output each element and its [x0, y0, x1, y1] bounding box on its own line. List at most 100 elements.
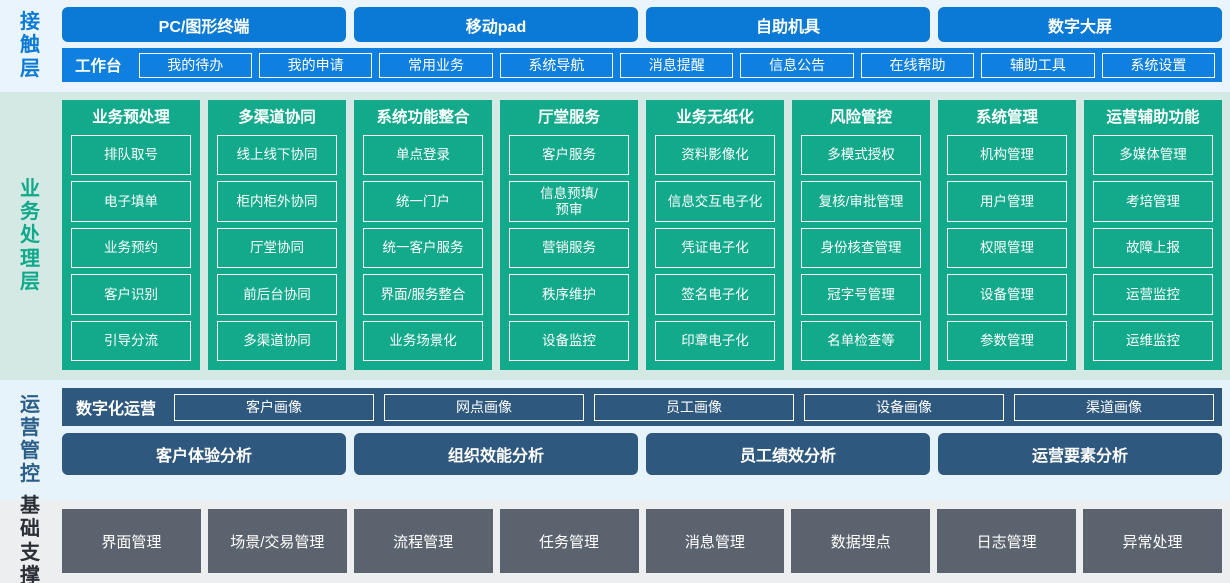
foundation-box-process-management[interactable]: 流程管理: [353, 509, 493, 573]
business-item[interactable]: 客户服务: [509, 135, 629, 176]
analysis-bar-org-efficiency[interactable]: 组织效能分析: [354, 433, 638, 475]
column-title: 系统管理: [975, 109, 1038, 126]
business-item[interactable]: 凭证电子化: [655, 227, 775, 269]
workbench-item-online-help[interactable]: 在线帮助: [860, 52, 975, 78]
business-item[interactable]: 统一客户服务: [363, 227, 483, 269]
label-char: 层: [20, 270, 40, 293]
business-column-multichannel: 多渠道协同 线上线下协同 柜内柜外协同 厅堂协同 前后台协同 多渠道协同: [208, 100, 346, 370]
business-item[interactable]: 排队取号: [71, 135, 191, 176]
business-item[interactable]: 业务预约: [71, 227, 191, 269]
business-column-risk-control: 风险管控 多模式授权 复核/审批管理 身份核查管理 冠字号管理 名单检查等: [792, 100, 930, 370]
business-item[interactable]: 引导分流: [71, 320, 191, 362]
business-item[interactable]: 统一门户: [363, 181, 483, 222]
column-title: 运营辅助功能: [1106, 109, 1200, 126]
portrait-chip-employee[interactable]: 员工画像: [594, 393, 795, 421]
workbench-item-common-business[interactable]: 常用业务: [379, 52, 493, 78]
business-item[interactable]: 前后台协同: [217, 274, 337, 315]
channel-box-mobile-pad[interactable]: 移动pad: [354, 7, 638, 42]
operations-layer-body: 数字化运营 客户画像 网点画像 员工画像 设备画像 渠道画像 客户体验分析 组织…: [60, 380, 1230, 500]
business-item[interactable]: 印章电子化: [655, 320, 775, 362]
business-item[interactable]: 设备监控: [509, 320, 629, 362]
foundation-box-exception-handling[interactable]: 异常处理: [1083, 509, 1222, 573]
business-column-pre-processing: 业务预处理 排队取号 电子填单 业务预约 客户识别 引导分流: [62, 100, 200, 370]
contact-layer-body: PC/图形终端 移动pad 自助机具 数字大屏 工作台 我的待办 我的申请 常用…: [60, 0, 1230, 92]
business-layer-label: 业 务 处 理 层: [0, 92, 60, 380]
foundation-box-ui-management[interactable]: 界面管理: [62, 509, 201, 573]
label-char: 基: [20, 495, 40, 518]
portrait-chip-customer[interactable]: 客户画像: [174, 393, 375, 421]
channel-box-pc[interactable]: PC/图形终端: [62, 7, 346, 42]
workbench-title: 工作台: [75, 58, 122, 75]
business-item[interactable]: 资料影像化: [655, 135, 775, 176]
business-item[interactable]: 身份核查管理: [801, 227, 921, 269]
business-item[interactable]: 单点登录: [363, 135, 483, 176]
business-column-lobby-service: 厅堂服务 客户服务 信息预填/ 预审 营销服务 秩序维护 设备监控: [500, 100, 638, 370]
business-item[interactable]: 多媒体管理: [1093, 135, 1213, 176]
workbench-item-message-alert[interactable]: 消息提醒: [620, 52, 734, 78]
business-item[interactable]: 厅堂协同: [217, 227, 337, 269]
column-title: 业务无纸化: [676, 109, 754, 126]
business-item[interactable]: 名单检查等: [801, 320, 921, 362]
workbench-item-system-settings[interactable]: 系统设置: [1101, 52, 1216, 78]
business-item[interactable]: 线上线下协同: [217, 135, 337, 176]
analysis-bar-employee-performance[interactable]: 员工绩效分析: [646, 433, 930, 475]
channel-box-digital-screen[interactable]: 数字大屏: [938, 7, 1222, 42]
workbench-item-announcement[interactable]: 信息公告: [740, 52, 854, 78]
workbench-item-my-application[interactable]: 我的申请: [258, 52, 373, 78]
label-char: 运: [20, 393, 40, 416]
contact-layer: 接 触 层 PC/图形终端 移动pad 自助机具 数字大屏 工作台 我的待办 我…: [0, 0, 1230, 92]
business-item[interactable]: 故障上报: [1093, 227, 1213, 269]
label-char: 接: [20, 11, 40, 34]
business-layer-body: 业务预处理 排队取号 电子填单 业务预约 客户识别 引导分流 多渠道协同 线上线…: [60, 92, 1230, 380]
foundation-layer: 基础 支撑 界面管理 场景/交易管理 流程管理 任务管理 消息管理 数据埋点 日…: [0, 495, 1230, 583]
column-title: 厅堂服务: [537, 109, 600, 126]
business-item[interactable]: 考培管理: [1093, 181, 1213, 222]
business-item[interactable]: 客户识别: [71, 274, 191, 315]
business-item[interactable]: 冠字号管理: [801, 274, 921, 315]
workbench-item-my-todo[interactable]: 我的待办: [138, 52, 252, 78]
portrait-chip-branch[interactable]: 网点画像: [384, 393, 585, 421]
business-item[interactable]: 运维监控: [1093, 320, 1213, 362]
foundation-box-data-tracking[interactable]: 数据埋点: [791, 509, 931, 573]
label-char: 础: [20, 518, 40, 541]
business-item[interactable]: 界面/服务整合: [363, 274, 483, 315]
business-layer: 业 务 处 理 层 业务预处理 排队取号 电子填单 业务预约 客户识别 引导分流…: [0, 92, 1230, 380]
business-item[interactable]: 业务场景化: [363, 320, 483, 362]
business-item[interactable]: 复核/审批管理: [801, 181, 921, 222]
column-title: 风险管控: [829, 109, 892, 126]
business-item[interactable]: 信息预填/ 预审: [509, 181, 629, 222]
channel-box-self-service[interactable]: 自助机具: [646, 7, 930, 42]
business-item[interactable]: 签名电子化: [655, 274, 775, 315]
business-item[interactable]: 柜内柜外协同: [217, 181, 337, 222]
label-char: 触: [20, 34, 40, 57]
label-char: 支: [20, 541, 40, 564]
workbench-item-system-navigation[interactable]: 系统导航: [499, 52, 614, 78]
column-title: 业务预处理: [92, 109, 170, 126]
business-column-operation-support: 运营辅助功能 多媒体管理 考培管理 故障上报 运营监控 运维监控: [1084, 100, 1222, 370]
business-item[interactable]: 用户管理: [947, 181, 1067, 222]
portrait-chip-device[interactable]: 设备画像: [804, 393, 1005, 421]
foundation-box-message-management[interactable]: 消息管理: [645, 509, 785, 573]
business-item[interactable]: 机构管理: [947, 135, 1067, 176]
foundation-box-log-management[interactable]: 日志管理: [937, 509, 1077, 573]
business-item[interactable]: 参数管理: [947, 320, 1067, 362]
analysis-bar-customer-experience[interactable]: 客户体验分析: [62, 433, 346, 475]
business-item[interactable]: 设备管理: [947, 274, 1067, 315]
business-item[interactable]: 营销服务: [509, 227, 629, 269]
business-item[interactable]: 多渠道协同: [217, 320, 337, 362]
business-item[interactable]: 运营监控: [1093, 274, 1213, 315]
business-item[interactable]: 多模式授权: [801, 135, 921, 176]
business-item[interactable]: 秩序维护: [509, 274, 629, 315]
analysis-bar-operation-elements[interactable]: 运营要素分析: [938, 433, 1222, 475]
label-char: 业: [20, 178, 40, 201]
business-item[interactable]: 信息交互电子化: [655, 181, 775, 222]
business-item[interactable]: 电子填单: [71, 181, 191, 222]
business-column-system-integration: 系统功能整合 单点登录 统一门户 统一客户服务 界面/服务整合 业务场景化: [354, 100, 492, 370]
foundation-box-task-management[interactable]: 任务管理: [499, 509, 639, 573]
workbench-item-aux-tools[interactable]: 辅助工具: [981, 52, 1095, 78]
foundation-box-scenario-transaction[interactable]: 场景/交易管理: [207, 509, 347, 573]
column-title: 系统功能整合: [376, 109, 470, 126]
business-item[interactable]: 权限管理: [947, 227, 1067, 269]
portrait-chip-channel[interactable]: 渠道画像: [1014, 393, 1215, 421]
label-char: 控: [20, 463, 40, 486]
